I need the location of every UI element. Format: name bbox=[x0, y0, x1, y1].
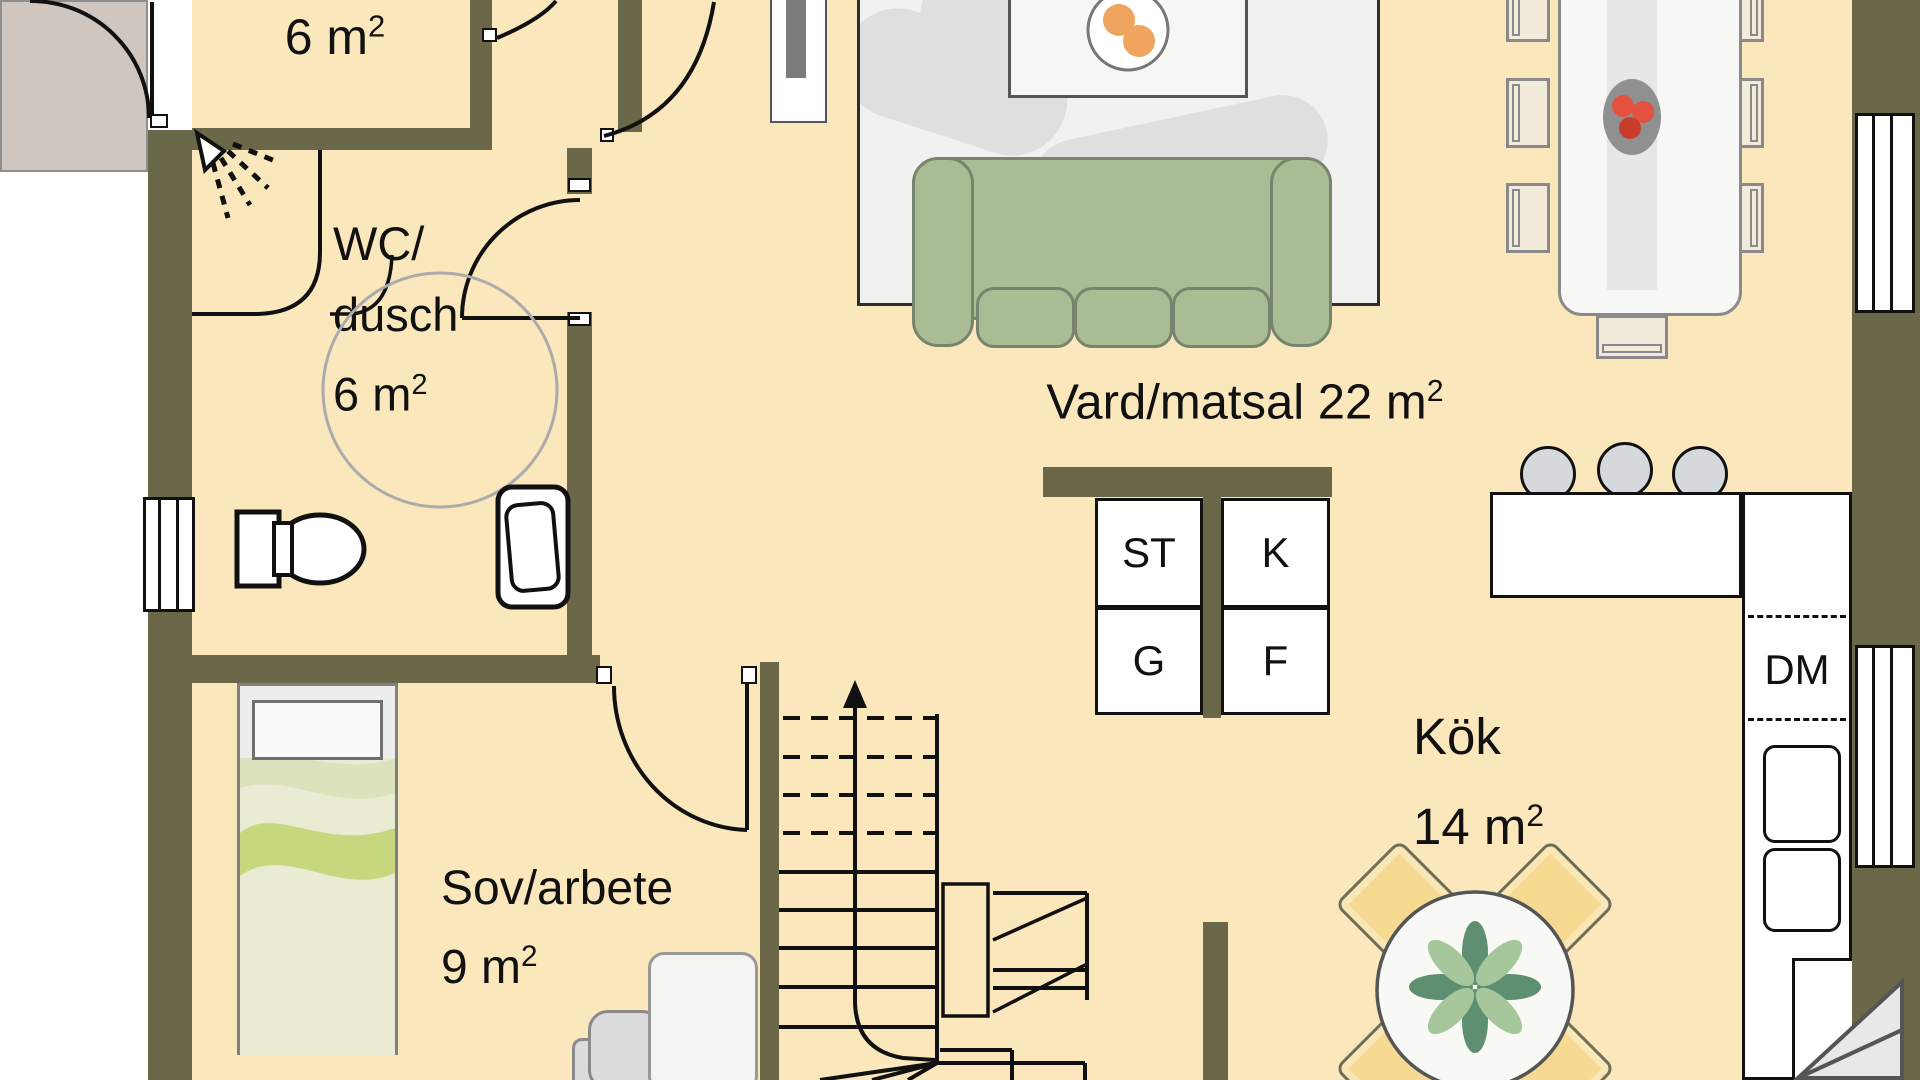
door-jamb bbox=[600, 128, 614, 142]
window-kitchen bbox=[1855, 645, 1915, 868]
door-jamb bbox=[150, 114, 168, 128]
door-jamb bbox=[568, 178, 591, 192]
closet-g: G bbox=[1095, 607, 1203, 715]
kitchen-sink-basin bbox=[1763, 848, 1841, 932]
wc-area-label: 6 m2 bbox=[333, 367, 428, 421]
counter-divider bbox=[1748, 718, 1846, 721]
wall-stairs bbox=[760, 662, 779, 1080]
door-jamb bbox=[596, 666, 612, 684]
closet-k: K bbox=[1221, 498, 1330, 608]
dining-chair bbox=[1506, 0, 1550, 42]
desk bbox=[648, 952, 758, 1080]
kitchen-sink-basin bbox=[1763, 745, 1841, 843]
blanket-wave bbox=[240, 823, 395, 880]
blanket-wave bbox=[240, 758, 395, 799]
table-runner bbox=[1607, 0, 1657, 290]
door-jamb bbox=[741, 666, 757, 684]
wall-stub-top bbox=[618, 0, 642, 132]
wc-label-line2: dusch bbox=[333, 288, 459, 341]
living-room-label: Vard/matsal 22 m2 bbox=[1046, 374, 1444, 430]
kitchen-counter bbox=[1490, 492, 1742, 598]
window-wc bbox=[143, 497, 195, 612]
entrance-porch bbox=[0, 0, 148, 172]
wall-hall-bottom bbox=[148, 128, 492, 150]
closet-st-label: ST bbox=[1122, 529, 1176, 576]
wall-wc-right-lower bbox=[567, 312, 592, 683]
front-door-opening bbox=[148, 0, 192, 130]
closet-f: F bbox=[1221, 607, 1330, 715]
door-jamb bbox=[568, 312, 591, 326]
wall-wc-bottom bbox=[148, 655, 600, 683]
hall-wardrobe-door bbox=[786, 0, 806, 78]
wall-closet-divider bbox=[1203, 497, 1221, 718]
dishwasher-label: DM bbox=[1764, 646, 1830, 693]
wall-kitchen-stub bbox=[1203, 922, 1228, 1080]
hall-area-label: 6 m2 bbox=[284, 8, 386, 65]
kitchen-label: Kök 14 m2 bbox=[1413, 708, 1544, 855]
sofa-cushion bbox=[1074, 287, 1173, 348]
bed-blanket bbox=[240, 758, 395, 1055]
coffee-table bbox=[1008, 0, 1248, 98]
wc-room-label: WC/ dusch 6 m2 bbox=[333, 208, 458, 430]
sofa-arm-right bbox=[1270, 157, 1332, 347]
closet-g-label: G bbox=[1132, 637, 1166, 684]
sofa-cushion bbox=[1172, 287, 1271, 348]
bed-pillow bbox=[252, 700, 383, 760]
wall-hall-right bbox=[470, 0, 492, 150]
closet-f-label: F bbox=[1262, 637, 1289, 684]
bar-stool bbox=[1597, 442, 1653, 498]
dining-chair bbox=[1506, 183, 1550, 253]
wc-label-line1: WC/ bbox=[333, 217, 425, 270]
closet-st: ST bbox=[1095, 498, 1203, 608]
bedroom-label: Sov/arbete 9 m2 bbox=[441, 862, 674, 994]
sofa-cushion bbox=[976, 287, 1075, 348]
sofa-arm-left bbox=[912, 157, 974, 347]
counter-divider bbox=[1748, 615, 1846, 618]
window-dining bbox=[1855, 113, 1915, 313]
closet-k-label: K bbox=[1261, 529, 1290, 576]
wall-closet-top bbox=[1043, 467, 1332, 497]
dining-chair bbox=[1596, 315, 1668, 359]
dining-chair bbox=[1506, 78, 1550, 148]
door-jamb bbox=[482, 28, 497, 42]
